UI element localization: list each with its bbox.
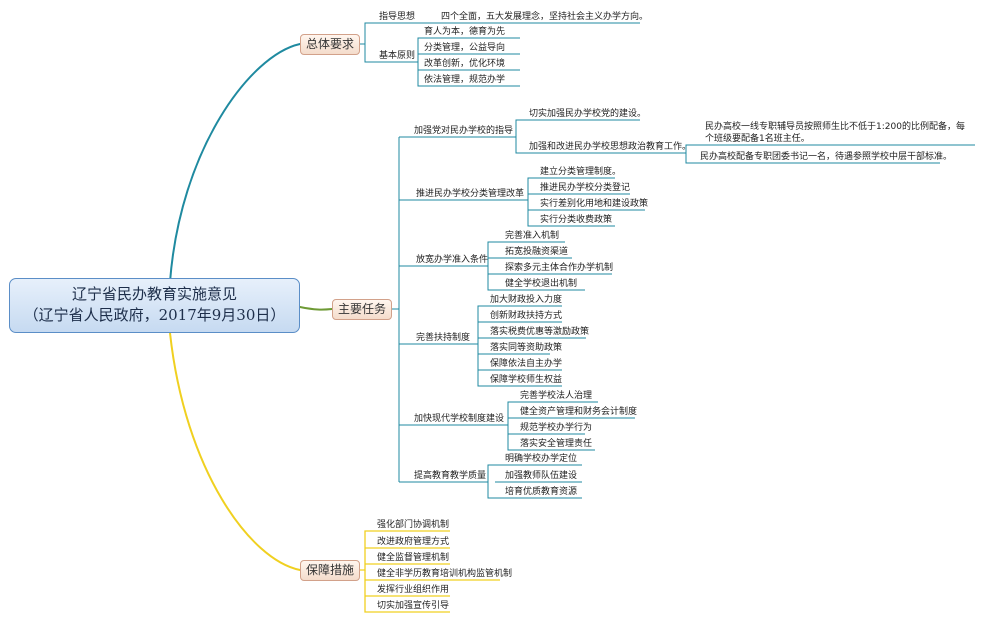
branch-baozhang[interactable]: 保障措施 — [300, 560, 360, 581]
node-dang-item[interactable]: 切实加强民办学校党的建设。 — [529, 109, 647, 119]
node-xiandai[interactable]: 加快现代学校制度建设 — [414, 414, 505, 424]
root-title: 辽宁省民办教育实施意见 — [71, 285, 237, 303]
node-fenlei-item[interactable]: 实行差别化用地和建设政策 — [540, 199, 649, 209]
node-xiandai-item[interactable]: 完善学校法人治理 — [520, 391, 593, 401]
node-fenlei[interactable]: 推进民办学校分类管理改革 — [416, 189, 525, 199]
connector-root-zongti — [169, 43, 301, 283]
node-zhiliang-item[interactable]: 明确学校办学定位 — [505, 454, 578, 464]
node-baozhang-item[interactable]: 发挥行业组织作用 — [377, 585, 450, 595]
node-baozhang-item[interactable]: 强化部门协调机制 — [377, 520, 450, 530]
node-dang-subitem[interactable]: 民办高校一线专职辅导员按照师生比不低于1:200的比例配备，每个班级要配备1名班… — [705, 122, 965, 144]
node-xiandai-item[interactable]: 健全资产管理和财务会计制度 — [520, 407, 638, 417]
node-fenlei-item[interactable]: 推进民办学校分类登记 — [540, 183, 631, 193]
node-jiben[interactable]: 基本原则 — [379, 51, 416, 61]
node-baozhang-item[interactable]: 健全非学历教育培训机构监管机制 — [377, 569, 513, 579]
node-fuchi-item[interactable]: 加大财政投入力度 — [490, 295, 563, 305]
node-jiben-item[interactable]: 分类管理，公益导向 — [424, 43, 506, 53]
node-zhunru[interactable]: 放宽办学准入条件 — [416, 255, 489, 265]
node-xiandai-item[interactable]: 规范学校办学行为 — [520, 423, 593, 433]
node-zhunru-item[interactable]: 健全学校退出机制 — [505, 279, 578, 289]
branch-zhuyao[interactable]: 主要任务 — [332, 299, 392, 320]
node-dang[interactable]: 加强党对民办学校的指导 — [414, 126, 514, 136]
node-fenlei-item[interactable]: 实行分类收费政策 — [540, 215, 613, 225]
node-zhiliang-item[interactable]: 加强教师队伍建设 — [505, 471, 578, 481]
connector-root-zhuyao — [299, 306, 333, 311]
node-zhiliang[interactable]: 提高教育教学质量 — [414, 471, 487, 481]
node-zhunru-item[interactable]: 探索多元主体合作办学机制 — [505, 263, 614, 273]
node-baozhang-item[interactable]: 改进政府管理方式 — [377, 537, 450, 547]
root-subtitle: （辽宁省人民政府，2017年9月30日） — [23, 306, 286, 324]
root-node[interactable]: 辽宁省民办教育实施意见 （辽宁省人民政府，2017年9月30日） — [9, 278, 300, 333]
node-zhidao-item[interactable]: 四个全面，五大发展理念，坚持社会主义办学方向。 — [441, 12, 649, 22]
connector-root-baozhang — [169, 332, 301, 571]
node-zhiliang-item[interactable]: 培育优质教育资源 — [505, 487, 578, 497]
branch-zongti[interactable]: 总体要求 — [300, 34, 360, 55]
node-fuchi-item[interactable]: 保障依法自主办学 — [490, 359, 563, 369]
node-fuchi-item[interactable]: 落实同等资助政策 — [490, 343, 563, 353]
node-xiandai-item[interactable]: 落实安全管理责任 — [520, 439, 593, 449]
node-zhunru-item[interactable]: 完善准入机制 — [505, 231, 560, 241]
node-jiben-item[interactable]: 育人为本，德育为先 — [424, 27, 506, 37]
node-zhidao[interactable]: 指导思想 — [379, 12, 416, 22]
node-dang-subitem[interactable]: 民办高校配备专职团委书记一名，待遇参照学校中层干部标准。 — [700, 152, 953, 162]
node-fenlei-item[interactable]: 建立分类管理制度。 — [540, 167, 622, 177]
node-zhunru-item[interactable]: 拓宽投融资渠道 — [505, 247, 569, 257]
node-fuchi-item[interactable]: 创新财政扶持方式 — [490, 311, 563, 321]
node-jiben-item[interactable]: 改革创新，优化环境 — [424, 59, 506, 69]
node-fuchi-item[interactable]: 保障学校师生权益 — [490, 375, 563, 385]
node-jiben-item[interactable]: 依法管理，规范办学 — [424, 75, 506, 85]
node-baozhang-item[interactable]: 健全监督管理机制 — [377, 553, 450, 563]
node-baozhang-item[interactable]: 切实加强宣传引导 — [377, 601, 450, 611]
node-fuchi[interactable]: 完善扶持制度 — [416, 333, 471, 343]
node-fuchi-item[interactable]: 落实税费优惠等激励政策 — [490, 327, 590, 337]
node-dang-item[interactable]: 加强和改进民办学校思想政治教育工作。 — [529, 142, 692, 152]
